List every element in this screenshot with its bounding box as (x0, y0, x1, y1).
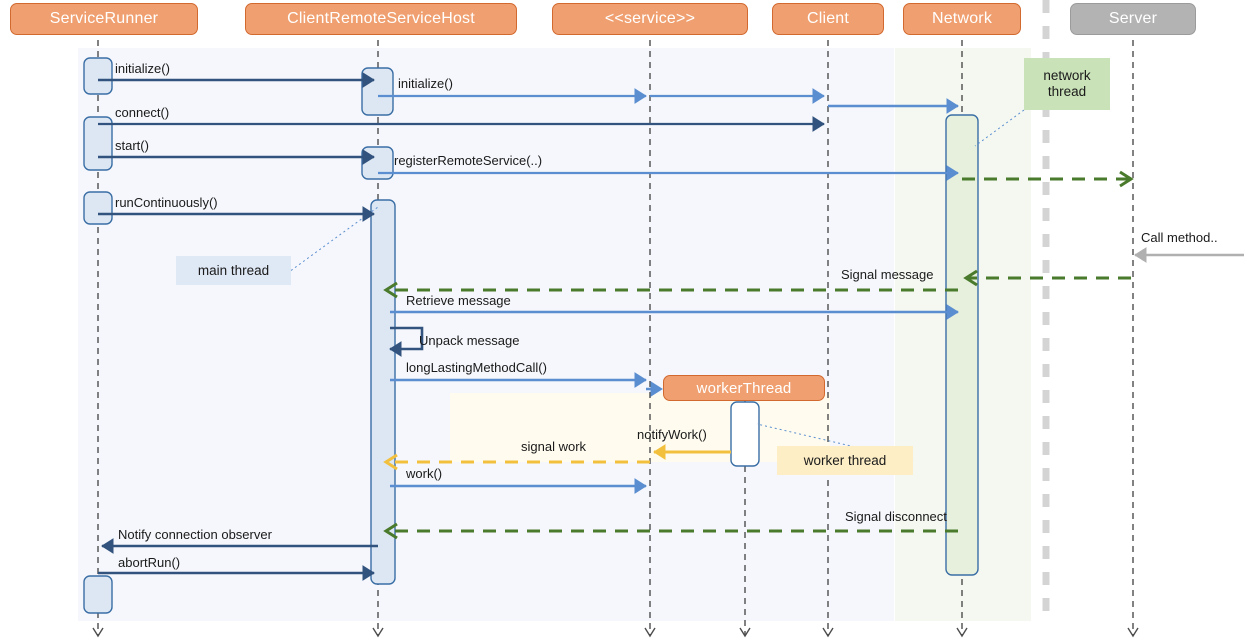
message-m15 (390, 372, 647, 388)
message-label-m5: connect() (115, 105, 170, 120)
arrowhead (634, 478, 647, 494)
note-main-thread-note: main thread (176, 256, 291, 285)
arrowhead (812, 116, 825, 132)
message-m21 (101, 538, 378, 554)
arrowhead (383, 453, 398, 471)
worker-thread-region (450, 393, 830, 462)
lifeline-end-servicerunner (92, 627, 104, 638)
message-m6 (98, 149, 375, 165)
arrowhead (362, 206, 375, 222)
lifeline-end-service (644, 627, 656, 638)
participant-workerthread[interactable]: workerThread (663, 375, 825, 401)
act-host-run (370, 199, 396, 585)
participant-network[interactable]: Network (903, 3, 1021, 35)
arrowhead (946, 304, 959, 320)
participant-label: Server (1108, 10, 1158, 27)
lifeline-end-client (822, 627, 834, 638)
message-m8 (962, 170, 1134, 188)
message-label-m10: Call method.. (1141, 230, 1218, 245)
participant-label: ServiceRunner (49, 10, 159, 27)
message-m1 (98, 72, 375, 88)
message-label-m21: Notify connection observer (118, 527, 272, 542)
message-label-m20: Signal disconnect (845, 509, 947, 524)
lifeline-end-clienthost (372, 627, 384, 638)
message-label-m6: start() (115, 138, 149, 153)
participant-label: ClientRemoteServiceHost (287, 10, 475, 27)
arrowhead (650, 381, 663, 397)
arrowhead (362, 72, 375, 88)
message-label-m14: Unpack message (419, 333, 520, 348)
message-label-m15: longLastingMethodCall() (406, 360, 547, 375)
message-m12 (383, 281, 958, 299)
message-m2 (378, 88, 647, 104)
message-m16 (646, 381, 663, 397)
message-label-m1: initialize() (115, 61, 170, 76)
message-m5 (98, 116, 825, 132)
participant-service[interactable]: <<service>> (552, 3, 748, 35)
message-m20 (383, 522, 958, 540)
act-sr-initialize (83, 57, 113, 95)
participant-label: workerThread (696, 379, 792, 397)
arrowhead (812, 88, 825, 104)
arrowhead (946, 98, 959, 114)
message-m9 (98, 206, 375, 222)
participant-label: <<service>> (604, 10, 696, 27)
arrowhead (389, 341, 402, 357)
arrowhead (1119, 170, 1134, 188)
message-m22 (98, 565, 375, 581)
message-label-m11: Signal message (841, 267, 934, 282)
act-network (945, 114, 979, 576)
message-label-m7: registerRemoteService(..) (394, 153, 543, 168)
message-m3 (650, 88, 825, 104)
lifeline-end-server (1127, 627, 1139, 638)
act-sr-run (83, 191, 113, 225)
message-m11 (963, 269, 1131, 287)
participant-server[interactable]: Server (1070, 3, 1196, 35)
message-label-m18: signal work (521, 439, 587, 454)
message-label-m17: notifyWork() (637, 427, 707, 442)
participant-label: Client (806, 10, 850, 27)
arrowhead (362, 149, 375, 165)
message-label-m22: abortRun() (118, 555, 181, 570)
message-label-m2: initialize() (398, 76, 453, 91)
message-m10 (1134, 247, 1244, 263)
note-network-thread-note: network thread (1024, 58, 1110, 110)
participant-servicerunner[interactable]: ServiceRunner (10, 3, 198, 35)
message-m14 (389, 326, 424, 357)
message-m18 (383, 453, 650, 471)
message-m7 (378, 165, 959, 181)
participant-clienthost[interactable]: ClientRemoteServiceHost (245, 3, 517, 35)
message-m17 (653, 444, 731, 460)
message-m13 (390, 304, 959, 320)
lifeline-end-network (956, 627, 968, 638)
arrowhead (383, 281, 398, 299)
act-sr-abort (83, 575, 113, 614)
arrowhead (634, 88, 647, 104)
note-connector-network-thread-note (974, 109, 1025, 147)
message-label-m9: runContinuously() (115, 195, 218, 210)
participant-label: Network (931, 10, 993, 27)
message-m4 (828, 98, 959, 114)
lifeline-end-workerthread (739, 627, 751, 638)
main-process-region (78, 48, 894, 621)
arrowhead (963, 269, 978, 287)
message-label-m13: Retrieve message (406, 293, 511, 308)
arrowhead (101, 538, 114, 554)
message-m19 (390, 478, 647, 494)
message-label-m19: work() (406, 466, 443, 481)
act-worker (730, 401, 760, 467)
self-message-path (390, 326, 424, 351)
note-worker-thread-note: worker thread (777, 446, 913, 475)
arrowhead (946, 165, 959, 181)
arrowhead (1134, 247, 1147, 263)
arrowhead (362, 565, 375, 581)
participant-client[interactable]: Client (772, 3, 884, 35)
arrowhead (634, 372, 647, 388)
arrowhead (383, 522, 398, 540)
arrowhead (653, 444, 666, 460)
